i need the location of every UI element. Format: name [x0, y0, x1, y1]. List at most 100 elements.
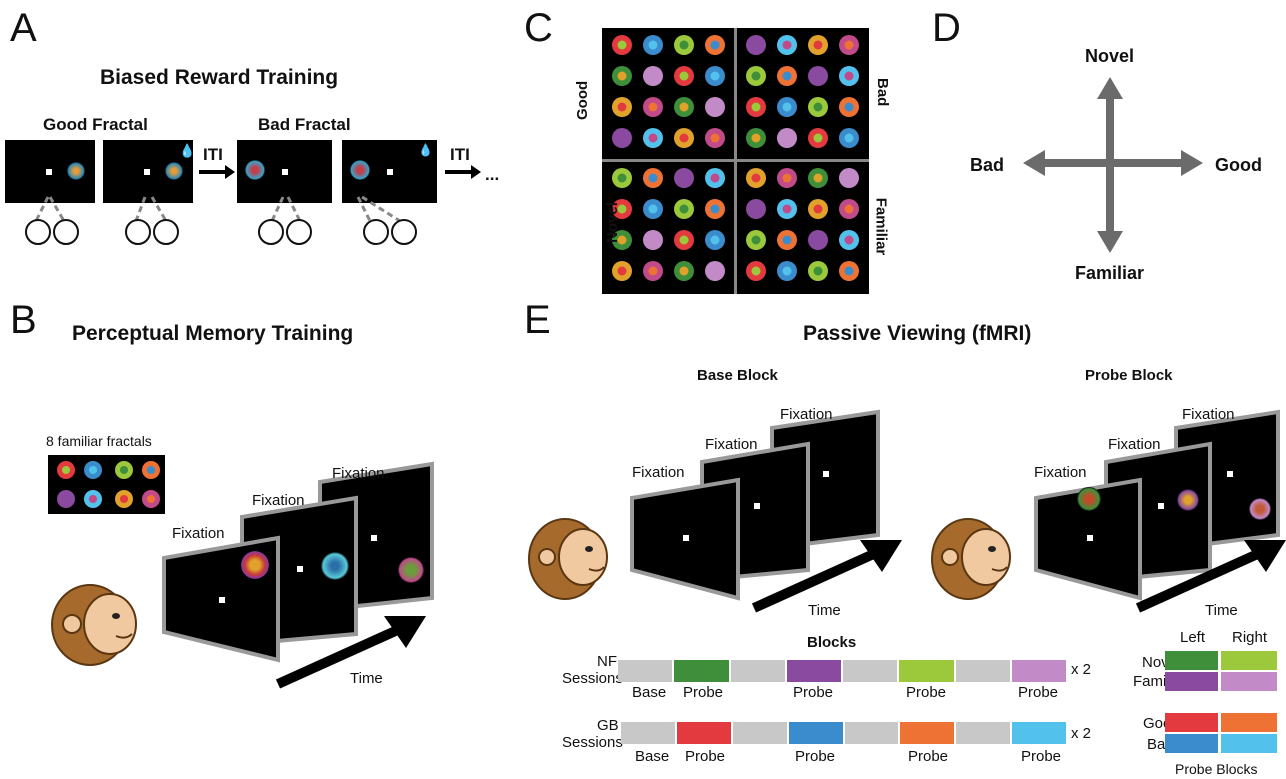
- fractal-image: [1177, 489, 1199, 511]
- blocks-title: Blocks: [807, 634, 857, 651]
- eye-icon: [125, 219, 151, 245]
- fixation-label: Fixation: [332, 465, 385, 482]
- legend-right: Right: [1232, 629, 1268, 646]
- fractal-thumb: [674, 97, 694, 117]
- fractal-thumb: [839, 97, 859, 117]
- fractal-thumb: [777, 128, 797, 148]
- swatch-novel-left: [1165, 651, 1218, 670]
- panel-a-label: A: [10, 6, 37, 50]
- fractal-thumb: [746, 66, 766, 86]
- good-fractal-label: Good Fractal: [43, 115, 148, 134]
- fractal-thumb: [746, 35, 766, 55]
- fractal-thumb: [612, 66, 632, 86]
- fractal-thumb: [808, 35, 828, 55]
- fractal-thumb: [839, 66, 859, 86]
- fractal-thumb: [643, 128, 663, 148]
- fixation-label: Fixation: [1034, 464, 1087, 481]
- fractal-thumb: [674, 199, 694, 219]
- fractal-thumb: [705, 230, 725, 250]
- nf-sessions-label: Sessions: [562, 670, 623, 687]
- axis-familiar: Familiar: [1075, 263, 1145, 283]
- fixation-label: Fixation: [252, 492, 305, 509]
- swatch-familiar-right: [1221, 672, 1277, 691]
- fractal-thumb: [705, 97, 725, 117]
- monkey-icon: [528, 518, 608, 600]
- gb-segment-base-gray: [844, 722, 899, 744]
- panel-b-title: Perceptual Memory Training: [72, 322, 354, 345]
- fractal-thumb: [746, 97, 766, 117]
- fractal-thumb: [777, 230, 797, 250]
- fractal-thumb: [57, 461, 75, 479]
- arrow-icon: [445, 165, 481, 179]
- water-drop-icon: 💧: [418, 143, 433, 157]
- gb-probe-label: Probe: [908, 748, 949, 765]
- swatch-good-left: [1165, 713, 1218, 732]
- fractal-thumb: [777, 261, 797, 281]
- gb-label: GB: [597, 717, 619, 734]
- axis-good: Good: [1215, 155, 1262, 175]
- bad-fractal: [350, 160, 370, 180]
- reward-screen-3: [237, 140, 332, 203]
- panel-e-label: E: [524, 298, 551, 342]
- reward-screen-1: [5, 140, 95, 203]
- water-drop-icon: 💧: [179, 143, 196, 158]
- gb-probe-label: Probe: [1021, 748, 1062, 765]
- fixation-label: Fixation: [1108, 436, 1161, 453]
- nf-probe-label: Probe: [906, 684, 947, 701]
- fractal-thumb: [705, 261, 725, 281]
- probe-block-title: Probe Block: [1085, 367, 1173, 384]
- nf-base-label: Base: [632, 684, 667, 701]
- fractal-image: [321, 552, 349, 580]
- bad-fractal-label: Bad Fractal: [258, 115, 351, 134]
- gb-segment-good-left: [676, 722, 731, 744]
- fractal-thumb: [643, 66, 663, 86]
- fractal-image: [1077, 487, 1101, 511]
- grid-label-novel: Novel: [603, 202, 621, 243]
- eye-icon: [391, 219, 417, 245]
- panel-d-label: D: [932, 6, 961, 50]
- fractal-thumb: [746, 261, 766, 281]
- swatch-bad-right: [1221, 734, 1277, 753]
- fractal-thumb: [839, 261, 859, 281]
- time-label: Time: [1205, 602, 1238, 619]
- axis-bad: Bad: [970, 155, 1005, 175]
- good-fractal: [165, 162, 183, 180]
- fractal-thumb: [808, 168, 828, 188]
- iti-label-2: ITI: [450, 145, 470, 164]
- nf-probe-label: Probe: [1018, 684, 1059, 701]
- fixation-label: Fixation: [632, 464, 685, 481]
- swatch-familiar-left: [1165, 672, 1218, 691]
- panel-e-title: Passive Viewing (fMRI): [803, 322, 1032, 345]
- fractal-thumb: [643, 35, 663, 55]
- nf-probe-label: Probe: [683, 684, 724, 701]
- bad-fractal: [245, 160, 265, 180]
- fractal-thumb: [839, 35, 859, 55]
- fractal-thumb: [839, 168, 859, 188]
- fractal-thumb: [643, 168, 663, 188]
- nf-segment-base-gray: [843, 660, 898, 682]
- fractal-thumb: [808, 199, 828, 219]
- fractal-thumb: [839, 230, 859, 250]
- nf-segment-novel-left: [674, 660, 729, 682]
- fractal-grid: [602, 28, 869, 294]
- reward-screen-2: 💧: [103, 140, 196, 203]
- fractal-thumb: [612, 261, 632, 281]
- fractal-thumb: [84, 461, 102, 479]
- time-arrow-icon: [751, 540, 902, 613]
- fractal-thumb: [705, 66, 725, 86]
- legend-footer: Probe Blocks: [1175, 761, 1258, 777]
- gb-segment-base-gray: [732, 722, 787, 744]
- fractal-thumb: [115, 461, 133, 479]
- fractal-thumb: [705, 35, 725, 55]
- monkey-icon: [51, 584, 137, 666]
- fractal-thumb: [674, 66, 694, 86]
- fractal-thumb: [612, 97, 632, 117]
- fractal-thumb: [674, 168, 694, 188]
- fractal-thumb: [705, 128, 725, 148]
- gb-segment-bad-right: [1012, 722, 1066, 744]
- fractal-thumb: [643, 199, 663, 219]
- fractal-image: [398, 557, 424, 583]
- fractal-thumb: [777, 199, 797, 219]
- fractal-thumb: [808, 261, 828, 281]
- reward-screen-4: 💧: [342, 140, 437, 203]
